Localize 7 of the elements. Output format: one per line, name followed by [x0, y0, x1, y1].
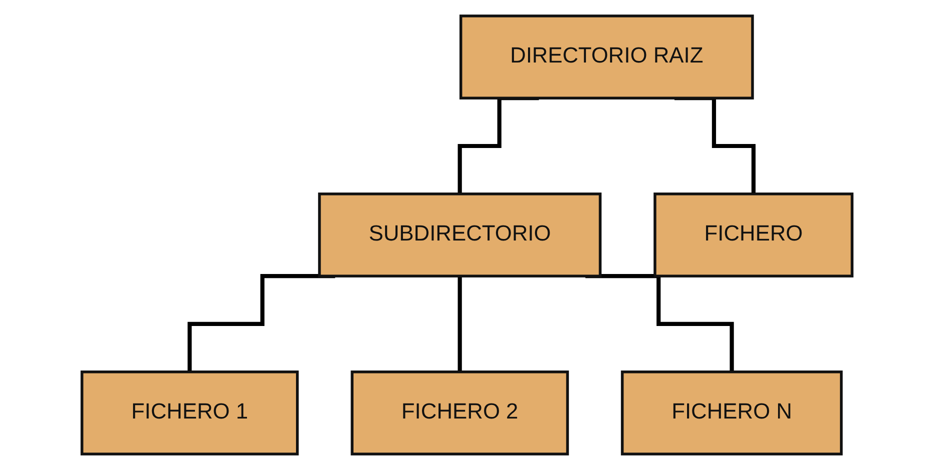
- node-box: [459, 14, 754, 99]
- node-box: [80, 370, 299, 455]
- node-box: [620, 370, 843, 455]
- node-box: [350, 370, 569, 455]
- node-box: [318, 192, 602, 277]
- tree-diagram: DIRECTORIO RAIZ SUBDIRECTORIO FICHERO FICHERO 1 FICHERO 2 FICHERO N: [70, 4, 864, 464]
- node-box: [654, 192, 854, 277]
